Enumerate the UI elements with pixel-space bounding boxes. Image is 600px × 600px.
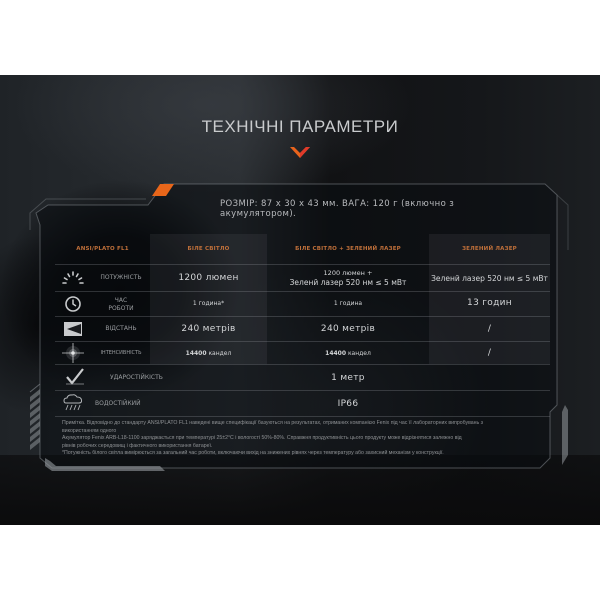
table-row-runtime: ЧАС РОБОТИ 1 година* 1 година 13 годин	[55, 292, 550, 317]
cell-distance-combined: 240 метрів	[320, 324, 376, 334]
cell-intensity-white-number: 14400	[185, 349, 207, 357]
cell-distance-white: 240 метрів	[181, 324, 236, 334]
row-label-intensity: ІНТЕНСИВНІСТЬ	[100, 350, 142, 356]
footnote-line-1: Примітка. Відповідно до стандарту ANSI/P…	[62, 420, 484, 426]
cell-power-white: 1200 люмен	[178, 273, 239, 283]
row-label-runtime-line1: ЧАС	[114, 297, 128, 304]
footnote-line-3: Акумулятор Fenix ARB-L18-1100 заряджаєть…	[62, 435, 462, 441]
table-row-intensity: ІНТЕНСИВНІСТЬ 14400 кандел 14400 кандел …	[55, 342, 550, 365]
intensity-icon	[61, 343, 85, 363]
table-header-row	[55, 234, 550, 265]
cell-power-combined-line2: Зеленй лазер 520 нм ≤ 5 мВт	[289, 278, 407, 287]
cell-intensity-combined: 14400 кандел	[267, 342, 429, 364]
cell-intensity-combined-unit: кандел	[347, 349, 371, 357]
impact-resistance-icon	[63, 367, 87, 387]
column-header-white-plus-laser: БІЛЕ СВІТЛО + ЗЕЛЕНИЙ ЛАЗЕР	[295, 246, 401, 252]
table-row-impact: УДАРОСТІЙКІСТЬ 1 метр	[55, 365, 550, 391]
row-label-runtime: ЧАС РОБОТИ	[95, 297, 147, 313]
table-row-distance: ВІДСТАНЬ 240 метрів 240 метрів /	[55, 317, 550, 342]
footnote-line-5: *Потужність білого світла вимірюється за…	[62, 450, 444, 456]
light-output-icon	[61, 268, 85, 288]
table-row-power: ПОТУЖНІСТЬ 1200 люмен 1200 люмен + Зелен…	[55, 265, 550, 292]
cell-intensity-combined-number: 14400	[325, 349, 347, 357]
column-header-green-laser: ЗЕЛЕНИЙ ЛАЗЕР	[462, 246, 517, 252]
cell-intensity-white: 14400 кандел	[150, 342, 267, 364]
column-header-standard: ANSI/PLATO FL1	[76, 246, 129, 252]
row-label-runtime-line2: РОБОТИ	[108, 305, 134, 312]
column-shade-green-laser	[429, 234, 550, 364]
cell-power-combined: 1200 люмен + Зеленй лазер 520 нм ≤ 5 мВт	[267, 265, 429, 291]
row-label-waterproof: ВОДОСТІЙКИЙ	[95, 400, 141, 407]
row-label-impact: УДАРОСТІЙКІСТЬ	[110, 374, 163, 381]
dimensions-weight-text: РОЗМІР: 87 x 30 x 43 мм. ВАГА: 120 г (вк…	[220, 199, 455, 219]
table-row-waterproof: ВОДОСТІЙКИЙ IP66	[55, 391, 550, 417]
beam-distance-icon	[61, 319, 85, 339]
cell-intensity-white-unit: кандел	[208, 349, 232, 357]
cell-impact-value: 1 метр	[331, 372, 365, 383]
cell-runtime-laser: 13 годин	[467, 298, 512, 308]
cell-power-laser: Зеленй лазер 520 нм ≤ 5 мВт	[431, 273, 548, 283]
clock-icon	[61, 294, 85, 314]
footnote: Примітка. Відповідно до стандарту ANSI/P…	[62, 420, 542, 458]
row-label-distance: ВІДСТАНЬ	[105, 325, 137, 332]
cell-distance-laser: /	[487, 324, 492, 334]
cell-power-combined-line1: 1200 люмен +	[323, 269, 373, 277]
column-header-white-light: БІЛЕ СВІТЛО	[187, 246, 230, 252]
footnote-line-2: використанням одного	[62, 427, 117, 434]
banner-shadow	[0, 455, 600, 525]
cell-runtime-combined: 1 година	[333, 299, 363, 307]
chevron-down-icon	[290, 147, 310, 158]
cell-waterproof-value: IP66	[337, 398, 359, 409]
footnote-line-4: рівнів робочих середовищ і фактичного ви…	[62, 442, 213, 449]
cell-intensity-laser: /	[487, 348, 492, 358]
cell-runtime-white: 1 година*	[192, 299, 225, 307]
page-title: ТЕХНІЧНІ ПАРАМЕТРИ	[201, 117, 399, 136]
waterproof-icon	[61, 393, 85, 413]
row-label-power: ПОТУЖНІСТЬ	[100, 274, 142, 281]
column-shade-white-light	[150, 234, 267, 364]
